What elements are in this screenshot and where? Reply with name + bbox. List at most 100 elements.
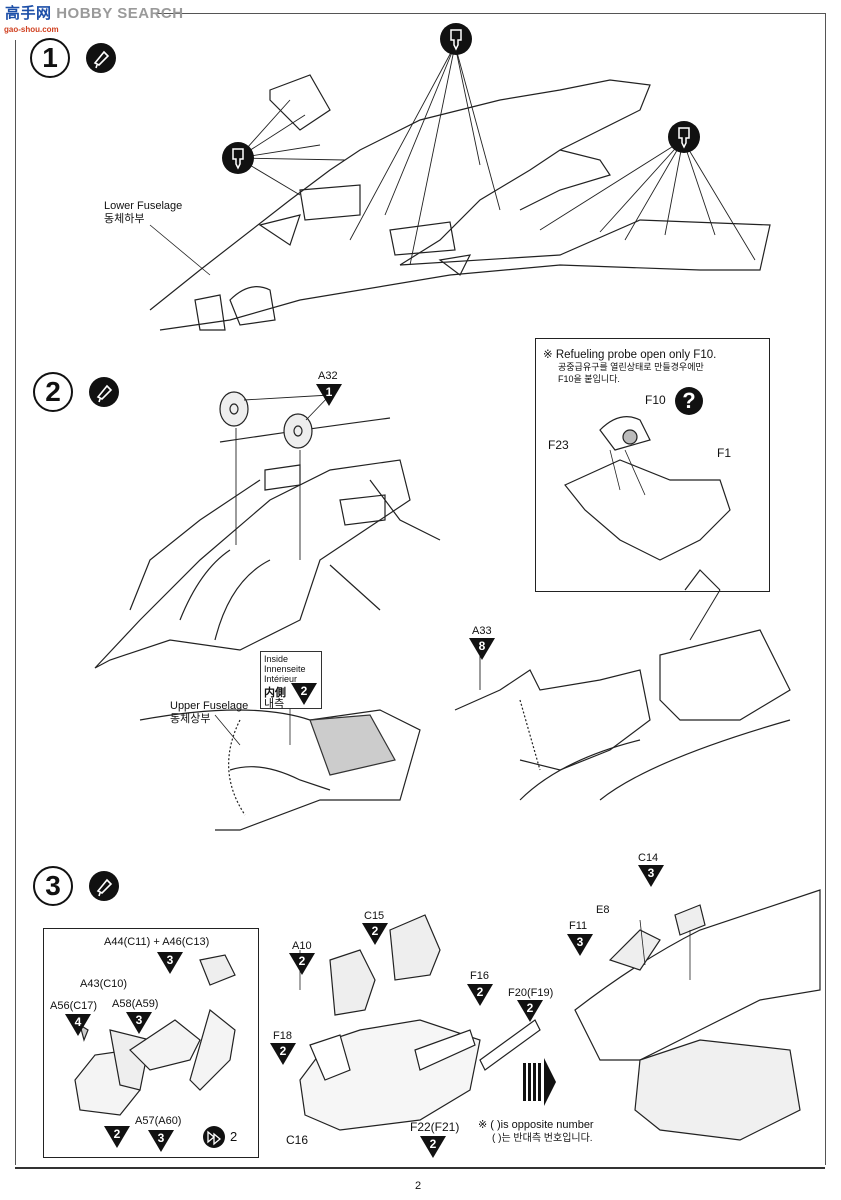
opposite-number-note-kr: ( )는 반대측 번호입니다. <box>492 1133 593 1144</box>
part-label-a58: A58(A59) <box>112 998 159 1010</box>
inside-de: Innenseite <box>264 664 306 674</box>
qty-badge-a33: 8 <box>469 638 495 660</box>
upper-fuselage-drawing <box>94 417 441 831</box>
part-label-f23: F23 <box>548 438 569 452</box>
page-frame-top <box>155 13 825 14</box>
part-label-f20: F20(F19) <box>508 987 554 999</box>
qty-badge-a58: 3 <box>126 1012 152 1034</box>
qty-badge-f20: 2 <box>517 1000 543 1022</box>
nose-section-drawing <box>454 589 791 801</box>
inside-kr: 내측 <box>264 698 285 710</box>
pin-drill-icon <box>668 121 700 153</box>
decal-count: 2 <box>230 1129 238 1144</box>
cockpit-tub-drawing <box>299 914 541 1131</box>
qty-a56: 4 <box>74 1015 82 1029</box>
qty-a58: 3 <box>135 1013 143 1027</box>
qty-badge-a43: 2 <box>104 1126 130 1148</box>
qty-badge-c14: 3 <box>638 865 664 887</box>
part-label-f16: F16 <box>470 970 489 982</box>
qty-badge-a57: 3 <box>148 1130 174 1152</box>
part-label-c15: C15 <box>364 910 385 922</box>
qty-badge-a10: 2 <box>289 953 315 975</box>
step-1-number: 1 <box>30 38 70 78</box>
optional-question-icon: ? <box>675 387 703 415</box>
qty-f18: 2 <box>279 1044 287 1058</box>
qty-f22: 2 <box>429 1137 437 1151</box>
part-label-c16: C16 <box>286 1133 309 1147</box>
qty-badge-a32: 1 <box>316 384 342 406</box>
inside-jp: 内側 <box>264 687 286 699</box>
part-label-a57: A57(A60) <box>135 1115 182 1127</box>
part-label-a56: A56(C17) <box>50 1000 98 1012</box>
qty-f20: 2 <box>526 1001 534 1015</box>
step1-leaders <box>237 44 756 266</box>
refuel-note-en: ※ Refueling probe open only F10. <box>543 349 717 361</box>
qty-a33: 8 <box>478 639 486 653</box>
upper-fuselage-kr: 동체상부 <box>170 713 211 725</box>
refuel-probe-drawing <box>564 416 731 561</box>
part-label-a44-a46: A44(C11) + A46(C13) <box>104 936 210 948</box>
qty-c15: 2 <box>371 924 379 938</box>
page-frame-right <box>825 13 826 1165</box>
glue-icon <box>89 871 119 901</box>
pin-drill-icon <box>440 23 472 55</box>
part-label-f18: F18 <box>273 1030 292 1042</box>
part-label-f10: F10 <box>645 393 666 407</box>
forward-fuselage-drawing <box>574 889 821 1141</box>
inside-en: Inside <box>264 654 289 664</box>
glue-icon <box>89 377 119 407</box>
decal-icon <box>203 1126 225 1148</box>
qty-badge-f11: 3 <box>567 934 593 956</box>
lower-fuselage-drawing <box>149 74 771 331</box>
qty-badge-f22: 2 <box>420 1136 446 1158</box>
part-label-f22: F22(F21) <box>410 1120 460 1134</box>
lower-fuselage-kr: 동체하부 <box>104 213 145 225</box>
part-label-e8: E8 <box>596 904 610 916</box>
part-label-a10: A10 <box>292 940 312 952</box>
inside-note-box: Inside Innenseite Intérieur 内側 내측 2 <box>260 651 322 710</box>
refuel-note-kr1: 공중급유구를 열린상태로 만들경우에만 <box>558 362 704 372</box>
qty-f16: 2 <box>476 985 484 999</box>
step-2-number: 2 <box>33 372 73 412</box>
part-label-f11: F11 <box>569 920 588 932</box>
upper-fuselage-en: Upper Fuselage <box>170 700 249 712</box>
qty-badge-a56: 4 <box>65 1014 91 1036</box>
next-step-arrow <box>523 1058 556 1106</box>
page-frame-left <box>15 40 16 1165</box>
part-label-c14: C14 <box>638 852 659 864</box>
qty-badge-f18: 2 <box>270 1043 296 1065</box>
watermark-sub: gao-shou.com <box>4 25 59 34</box>
refuel-note-kr2: F10을 붙입니다. <box>558 374 620 384</box>
step-3-number: 3 <box>33 866 73 906</box>
seat-subassembly-drawing <box>74 954 236 1116</box>
part-label-a33: A33 <box>472 625 492 637</box>
qty-c14: 3 <box>647 866 655 880</box>
lower-fuselage-en: Lower Fuselage <box>104 200 183 212</box>
qty-badge-f16: 2 <box>467 984 493 1006</box>
inside-fr: Intérieur <box>264 674 298 684</box>
part-label-a43: A43(C10) <box>80 978 128 990</box>
page-frame-bottom <box>15 1167 825 1169</box>
qty-inside: 2 <box>300 684 308 698</box>
qty-a57: 3 <box>157 1131 165 1145</box>
page-number: 2 <box>415 1180 422 1192</box>
watermark-logo: 高手网 <box>5 5 52 22</box>
qty-badge-a44: 3 <box>157 952 183 974</box>
disc-a32-2 <box>283 413 313 449</box>
pin-drill-icon <box>222 142 254 174</box>
qty-a32: 1 <box>325 385 333 399</box>
qty-a10: 2 <box>298 954 306 968</box>
part-label-f1: F1 <box>717 446 732 460</box>
disc-a32-1 <box>219 391 249 427</box>
qty-badge-c15: 2 <box>362 923 388 945</box>
opposite-number-note-en: ※ ( )is opposite number <box>478 1119 594 1131</box>
qty-a44: 3 <box>166 953 174 967</box>
seat-subassembly-box <box>43 928 259 1158</box>
watermark-brand: HOBBY SEARCH <box>56 5 184 22</box>
qty-f11: 3 <box>576 935 584 949</box>
watermark: 高手网 HOBBY SEARCH <box>5 2 184 23</box>
part-label-a32: A32 <box>318 370 338 382</box>
